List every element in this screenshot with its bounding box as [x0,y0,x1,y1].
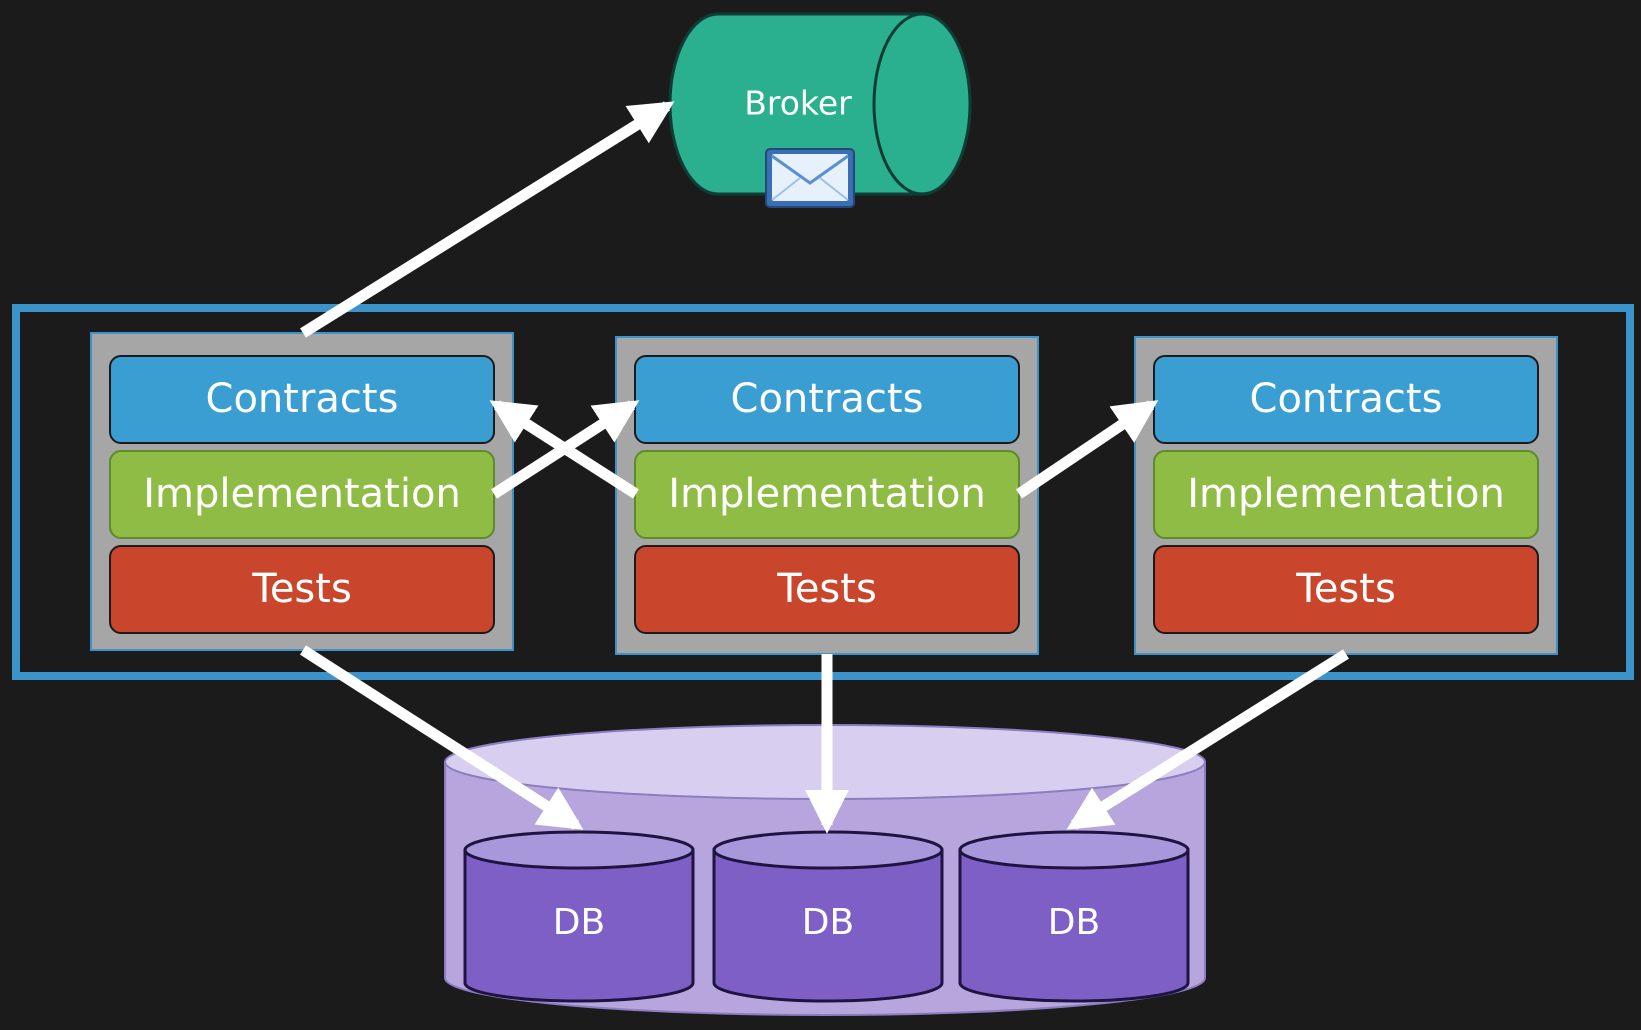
module-3-contracts-label: Contracts [1250,376,1443,422]
module-2-contracts [634,355,1020,444]
broker-label: Broker [744,84,852,123]
module-1-implementation-label: Implementation [143,471,461,517]
module-1: Contracts Implementation Tests [90,332,514,651]
broker-end-cap [872,12,972,196]
module-1-contracts [109,355,495,444]
arrow-module3-to-db3 [1066,649,1349,830]
module-1-tests-label: Tests [251,566,352,612]
database-2-label: DB [802,902,854,943]
database-2: DB [712,830,944,1003]
broker: Broker [668,12,972,208]
database-1: DB [463,830,695,1003]
arrow-impl2-to-contracts1 [489,400,639,499]
envelope-icon [765,148,855,208]
module-3-tests [1153,545,1539,634]
module-2-tests-label: Tests [776,566,877,612]
arrow-impl2-to-contracts3 [1015,400,1159,499]
database-3: DB [958,830,1190,1003]
module-3-implementation [1153,450,1539,539]
module-3-tests-label: Tests [1295,566,1396,612]
arrow-module1-to-broker [300,101,675,338]
module-1-tests [109,545,495,634]
module-2-contracts-label: Contracts [731,376,924,422]
module-3-contracts [1153,355,1539,444]
database-3-label: DB [1048,902,1100,943]
module-3: Contracts Implementation Tests [1134,336,1558,655]
module-2-tests [634,545,1020,634]
arrow-module1-to-db1 [300,645,584,830]
module-1-contracts-label: Contracts [206,376,399,422]
database-1-label: DB [553,902,605,943]
module-1-implementation [109,450,495,539]
arrows [300,101,1349,834]
module-3-implementation-label: Implementation [1187,471,1505,517]
module-2: Contracts Implementation Tests [615,336,1039,655]
module-2-implementation-label: Implementation [668,471,986,517]
